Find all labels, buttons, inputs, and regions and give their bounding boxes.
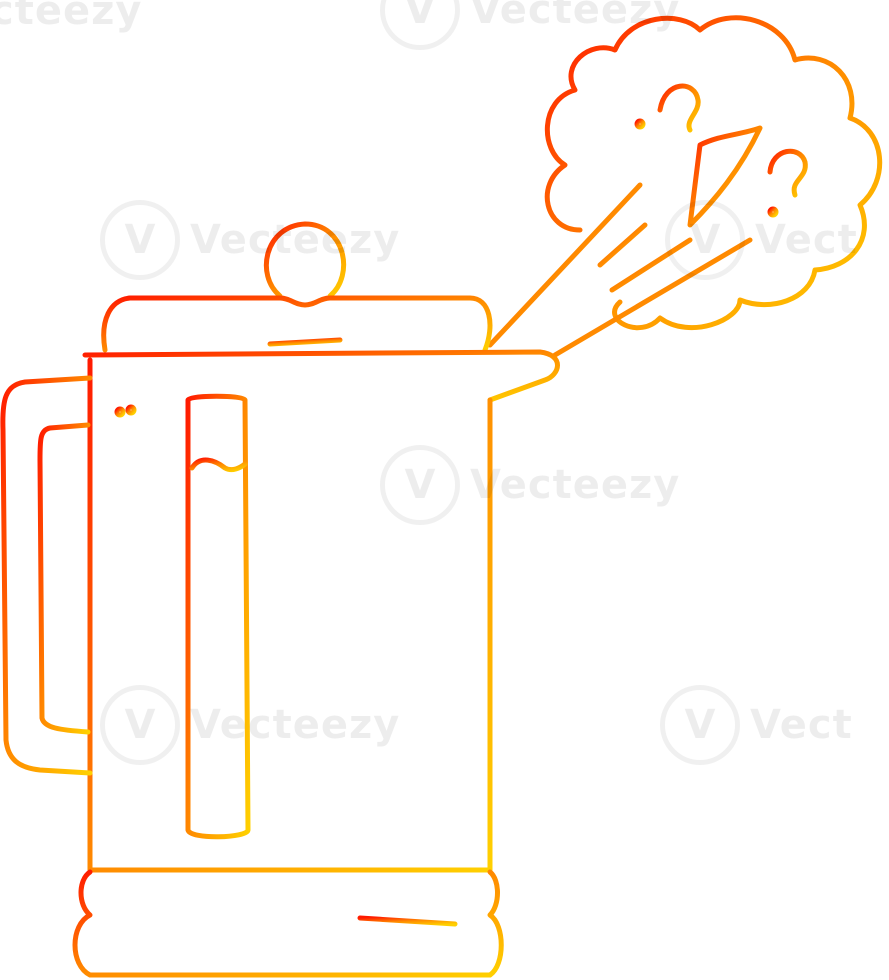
kettle-body xyxy=(87,357,493,873)
water-line xyxy=(189,457,248,473)
detail-dot xyxy=(125,404,137,416)
cloud-eye xyxy=(657,83,701,133)
steam-jet xyxy=(609,237,693,293)
base-highlight xyxy=(357,915,458,927)
kettle-base xyxy=(72,869,504,978)
cloud-dot xyxy=(767,206,779,218)
steam-jet xyxy=(552,237,753,358)
water-window xyxy=(185,393,251,840)
lid xyxy=(101,295,493,353)
lid-knob xyxy=(263,221,347,299)
detail-dot xyxy=(114,406,126,418)
cloud-eye xyxy=(767,148,808,198)
kettle-handle xyxy=(0,375,93,776)
steam-jet xyxy=(597,222,648,268)
handle-inner xyxy=(37,422,91,735)
cloud-dot xyxy=(634,118,646,130)
steam-cloud xyxy=(544,15,883,331)
cloud-mouth xyxy=(687,125,763,228)
body-rim xyxy=(82,349,560,403)
lid-highlight xyxy=(267,337,343,347)
steam-jet xyxy=(487,182,643,348)
